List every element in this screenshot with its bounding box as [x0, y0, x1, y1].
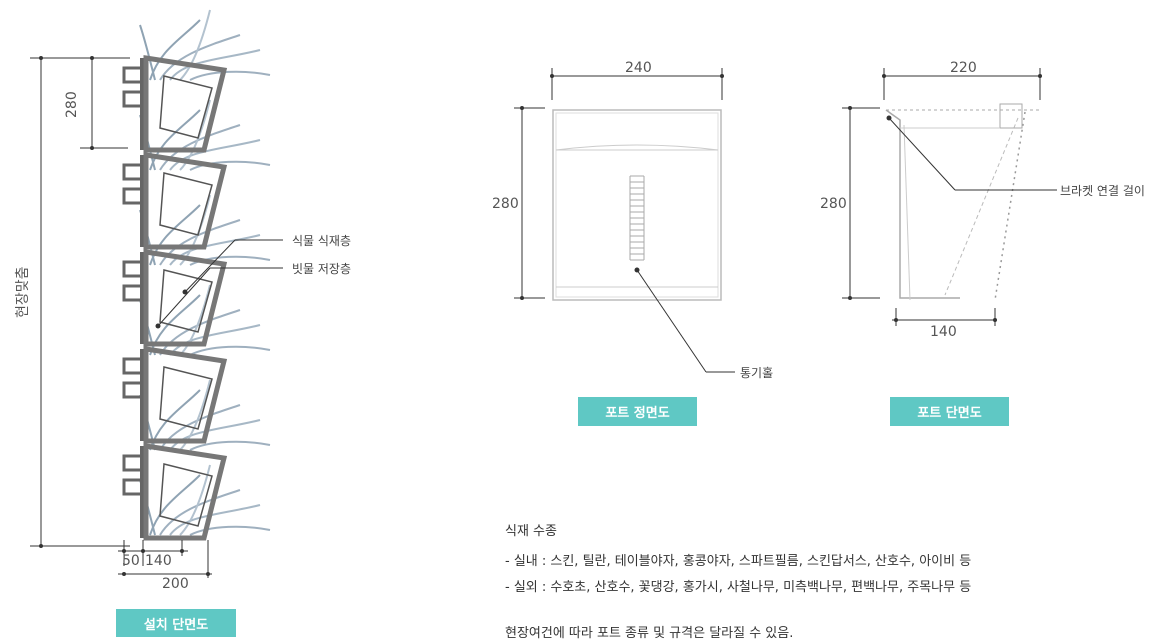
- pot-front-title: 포트 정면도: [578, 397, 697, 426]
- callout-water-layer: 빗물 저장층: [292, 262, 352, 276]
- dim-140-side: 140: [930, 324, 957, 340]
- install-section-title: 설치 단면도: [116, 609, 236, 637]
- dim-280-side: 280: [820, 196, 847, 212]
- notes-heading: 식재 수종: [505, 524, 557, 539]
- dim-240-front: 240: [625, 60, 652, 76]
- callout-bracket: 브라켓 연결 걸이: [1060, 184, 1145, 198]
- install-section-drawing: [30, 9, 283, 578]
- dim-height-install: 현장맞춤: [15, 266, 31, 318]
- dim-140-install: 140: [145, 553, 172, 569]
- notes-indoor: - 실내 : 스킨, 틸란, 테이블야자, 홍콩야자, 스파트필름, 스킨답서스…: [505, 554, 972, 569]
- callout-plant-layer: 식물 식재층: [292, 234, 352, 248]
- dim-220-side: 220: [950, 60, 977, 76]
- pot-front-drawing: [514, 68, 735, 373]
- dim-280-front: 280: [492, 196, 519, 212]
- callout-vent-hole: 통기홀: [740, 366, 774, 380]
- dim-200-install: 200: [162, 576, 189, 592]
- dim-280-install: 280: [64, 91, 80, 118]
- pot-side-title: 포트 단면도: [890, 397, 1009, 426]
- notes-outdoor: - 실외 : 수호초, 산호수, 꽃댕강, 홍가시, 사철나무, 미측백나무, …: [505, 580, 972, 595]
- notes-footer: 현장여건에 따라 포트 종류 및 규격은 달라질 수 있음.: [505, 626, 794, 641]
- dim-50-install: 50: [122, 553, 140, 569]
- pot-side-drawing: [842, 68, 1057, 326]
